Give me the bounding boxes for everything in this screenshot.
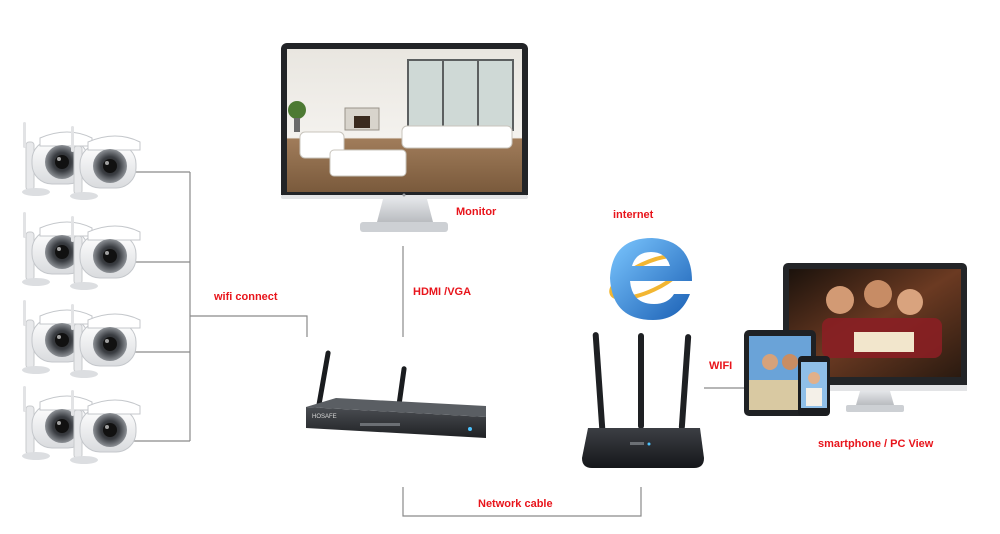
wifi-connect-label: wifi connect bbox=[213, 291, 278, 303]
nvr-recorder-icon bbox=[306, 350, 486, 438]
monitor-icon bbox=[281, 43, 528, 232]
hdmi-vga-label: HDMI /VGA bbox=[413, 286, 471, 298]
wifi-label: WIFI bbox=[709, 360, 732, 372]
connection-lines bbox=[130, 171, 745, 517]
internet-label: internet bbox=[613, 209, 654, 221]
tablet-phone-pc-icon bbox=[744, 263, 967, 416]
camera-group bbox=[21, 121, 141, 465]
monitor-label: Monitor bbox=[456, 206, 497, 218]
smartphone-pc-view-label: smartphone / PC View bbox=[818, 438, 934, 450]
internet-explorer-icon bbox=[609, 238, 692, 320]
wifi-router-icon bbox=[582, 332, 704, 468]
network-cable-label: Network cable bbox=[478, 498, 553, 510]
nvr-brand-label: HOSAFE bbox=[312, 414, 337, 420]
